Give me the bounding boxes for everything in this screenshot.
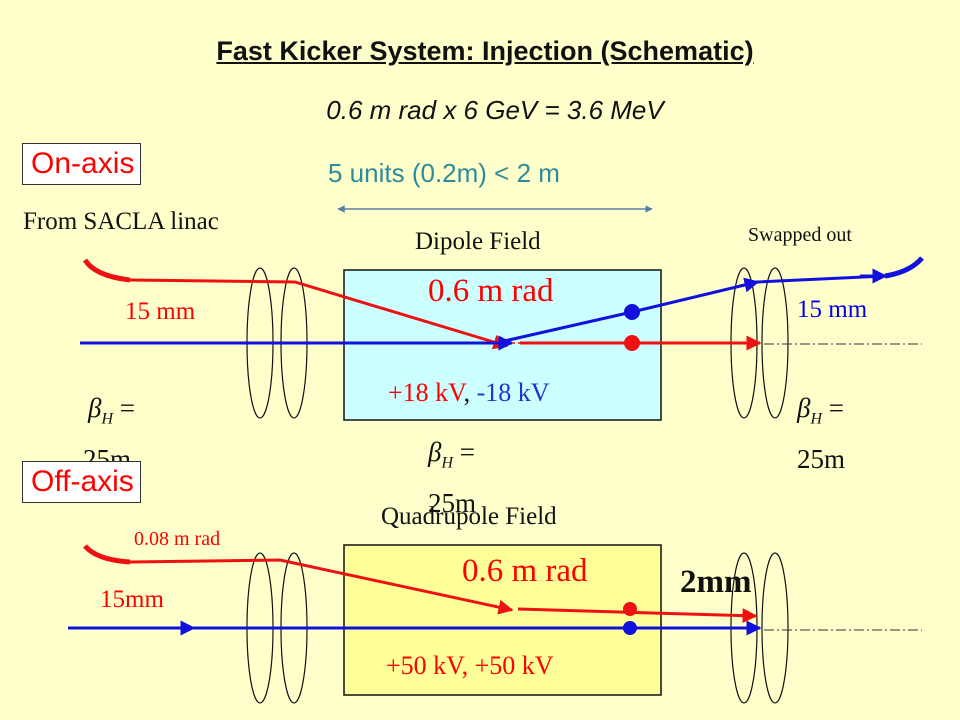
beta-right-sub: H [810,410,823,428]
off-axis-kick-angle: 0.6 m rad [462,553,588,589]
quadrupole-field-box [343,544,662,696]
swapped-mid-arrow [739,277,760,293]
beta-right: βH = 25m [797,388,845,479]
voltage-negative: -18 kV [476,378,550,407]
off-axis-small-angle: 0.08 m rad [134,528,221,550]
injected-beam-incoming [129,278,509,350]
beta-center-eq: = [453,437,475,467]
quadrupole-field-label: Quadrupole Field [381,503,557,530]
red-bunch-marker [624,335,640,351]
red-bunch-lower [623,602,637,616]
units-note: 5 units (0.2m) < 2 m [328,158,560,188]
beta-center: βH = 25m [428,432,476,523]
off-axis-label: Off-axis [22,461,141,503]
dipole-field-label: Dipole Field [415,228,541,255]
injected-beam-lower [129,558,514,615]
beta-center-symbol: β [428,437,442,467]
off-axis-offset-left: 15mm [100,586,164,613]
lens-right-2 [761,267,789,419]
voltage-separator: , [463,378,471,407]
off-axis-offset-right: 2mm [680,564,752,600]
beta-right-eq: = [822,393,844,423]
blue-bunch-lower [623,621,637,635]
on-axis-label: On-axis [22,143,142,185]
beta-left-symbol: β [88,393,102,423]
injection-curve-lower [83,544,131,565]
kicked-beam-lower [517,607,758,624]
page-title: Fast Kicker System: Injection (Schematic… [216,36,754,66]
on-axis-offset-left: 15 mm [125,298,196,325]
blue-bunch-marker [624,304,640,320]
voltage-positive: +18 kV [388,378,464,407]
beta-left-eq: = [113,393,135,423]
lens-lower-right-2 [761,552,789,704]
from-sacla-label: From SACLA linac [23,208,219,235]
swapped-beam-outgoing [499,274,886,344]
energy-equation: 0.6 m rad x 6 GeV = 3.6 MeV [326,95,664,125]
quadrupole-voltage: +50 kV, +50 kV [386,651,554,680]
dipole-voltage: +18 kV, -18 kV [388,378,550,408]
beta-left-sub: H [101,410,114,428]
injection-curve-left [82,258,131,283]
on-axis-offset-right: 15 mm [797,296,868,323]
on-axis-kick-angle: 0.6 m rad [428,273,554,309]
swapped-out-label: Swapped out [748,224,852,246]
beta-center-sub: H [441,454,454,472]
beta-right-symbol: β [797,393,811,423]
beta-right-value: 25m [797,444,846,475]
extraction-curve-right [884,256,924,279]
beta-center-value: 25m [428,488,477,519]
